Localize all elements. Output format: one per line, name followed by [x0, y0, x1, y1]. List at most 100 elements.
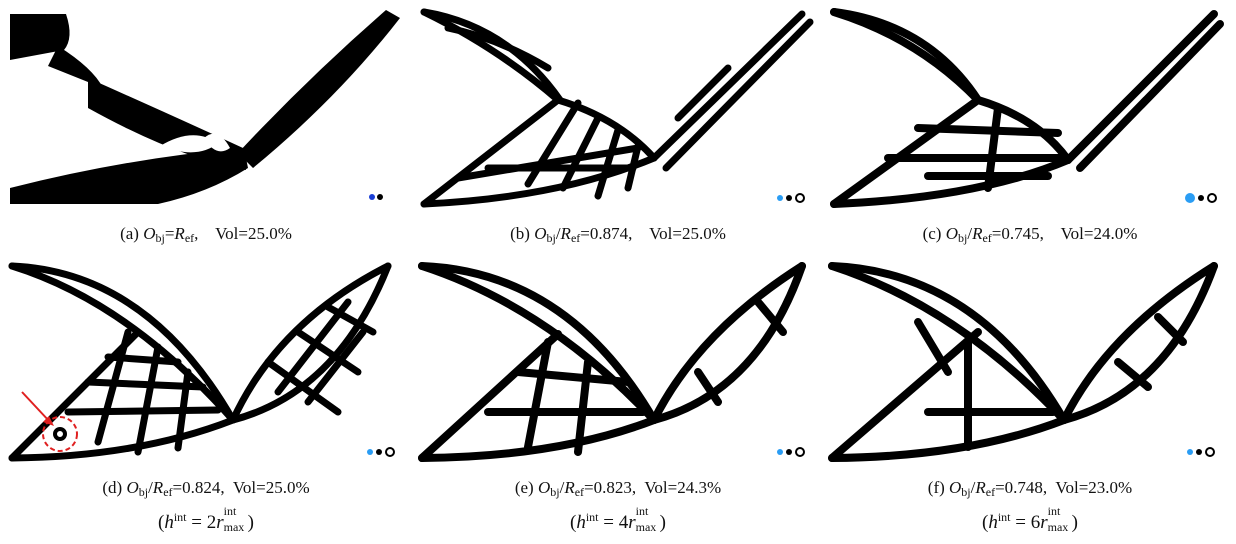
marker-ring: [385, 447, 395, 457]
defect-highlight-circle: [42, 416, 78, 452]
obj-symbol: O: [537, 478, 551, 497]
h-symbol: h: [576, 512, 586, 533]
marker-dot-1: [367, 449, 373, 455]
marker-ring: [1205, 447, 1215, 457]
r-subscript: max: [223, 520, 245, 534]
caption-volume: Vol=25.0%: [215, 224, 292, 243]
ref-symbol: R: [560, 224, 571, 243]
marker-ring: [795, 193, 805, 203]
note-factor: 6: [1030, 512, 1041, 533]
ref-symbol: R: [972, 224, 983, 243]
h-superscript: int: [585, 510, 599, 524]
caption-operator: /: [967, 224, 973, 243]
caption-operator: /: [148, 478, 153, 497]
panel-e-markers: [777, 447, 805, 457]
obj-symbol: O: [534, 224, 547, 243]
marker-dot-2: [786, 449, 792, 455]
obj-subscript: bj: [546, 231, 556, 245]
obj-subscript: bj: [138, 485, 149, 499]
panel-a-markers: [369, 194, 383, 200]
ref-subscript: ef: [574, 485, 585, 499]
ref-symbol: R: [152, 478, 164, 497]
r-superscript: int: [223, 504, 237, 518]
caption-ratio: =0.748,: [995, 478, 1048, 497]
ref-symbol: R: [975, 478, 986, 497]
panel-f-image: [828, 262, 1228, 462]
r-symbol: r: [628, 512, 636, 533]
defect-hole: [53, 427, 67, 441]
ref-subscript: ef: [985, 485, 996, 499]
note-factor: 2: [206, 512, 217, 533]
caption-label: (e): [514, 478, 534, 497]
note-equals: =: [1015, 512, 1026, 533]
obj-subscript: bj: [550, 485, 560, 499]
ref-subscript: ef: [982, 231, 992, 245]
panel-f-markers: [1187, 447, 1215, 457]
note-equals: =: [603, 512, 614, 533]
panel-d-image: [8, 262, 408, 462]
obj-subscript: bj: [961, 485, 971, 499]
caption-volume: Vol=24.0%: [1060, 224, 1138, 243]
ref-symbol: R: [174, 224, 185, 243]
caption-operator: /: [970, 478, 976, 497]
caption-d: (d) Obj/Ref=0.824, Vol=25.0%: [0, 478, 412, 500]
caption-ratio: =0.824,: [172, 478, 225, 497]
caption-volume: Vol=23.0%: [1055, 478, 1133, 497]
marker-dot-1: [777, 449, 783, 455]
caption-ratio: =0.874,: [580, 224, 633, 243]
marker-dot-2: [376, 449, 382, 455]
obj-symbol: O: [945, 224, 958, 243]
obj-symbol: O: [126, 478, 139, 497]
r-subscript: max: [1047, 520, 1069, 534]
marker-dot-2: [1198, 195, 1204, 201]
ref-subscript: ef: [184, 231, 195, 245]
caption-volume: Vol=25.0%: [232, 478, 310, 497]
caption-e: (e) Obj/Ref=0.823, Vol=24.3%: [412, 478, 824, 500]
obj-symbol: O: [949, 478, 962, 497]
caption-operator: /: [555, 224, 561, 243]
caption-operator: /: [559, 478, 565, 497]
h-symbol: h: [164, 512, 174, 533]
marker-dot-2: [1196, 449, 1202, 455]
caption-label: (f): [927, 478, 945, 497]
caption-a: (a) Obj=Ref, Vol=25.0%: [120, 224, 292, 245]
caption-label: (c): [922, 224, 942, 243]
h-superscript: int: [173, 510, 187, 524]
marker-dot-1: [1185, 193, 1195, 203]
panel-c-image: [828, 8, 1228, 208]
caption-volume: Vol=25.0%: [649, 224, 726, 243]
panel-a-image: [8, 8, 408, 208]
marker-ring: [1207, 193, 1217, 203]
panel-b-image: [418, 8, 818, 208]
caption-f: (f) Obj/Ref=0.748, Vol=23.0%: [824, 478, 1236, 500]
obj-symbol: O: [143, 224, 156, 243]
defect-arrow: [21, 391, 54, 426]
ref-symbol: R: [564, 478, 575, 497]
obj-subscript: bj: [958, 231, 968, 245]
panel-d-markers: [367, 447, 395, 457]
panel-c-markers: [1185, 193, 1217, 203]
r-subscript: max: [635, 520, 657, 534]
marker-dot-1: [1187, 449, 1193, 455]
r-symbol: r: [216, 512, 224, 533]
caption-ratio: =0.745,: [991, 224, 1044, 243]
marker-dot-2: [786, 195, 792, 201]
marker-ring: [795, 447, 805, 457]
caption-label: (b): [510, 224, 530, 243]
r-superscript: int: [635, 504, 649, 518]
ref-subscript: ef: [570, 231, 581, 245]
caption-label: (d): [102, 478, 123, 497]
r-symbol: r: [1040, 512, 1048, 533]
marker-dot-1: [369, 194, 375, 200]
h-superscript: int: [997, 510, 1011, 524]
h-symbol: h: [988, 512, 998, 533]
caption-b: (b) Obj/Ref=0.874, Vol=25.0%: [412, 224, 824, 246]
ref-subscript: ef: [163, 485, 173, 499]
obj-subscript: bj: [155, 231, 165, 245]
note-factor: 4: [618, 512, 629, 533]
panel-b-markers: [777, 193, 805, 203]
caption-volume: Vol=24.3%: [644, 478, 722, 497]
caption-ratio: =0.823,: [584, 478, 637, 497]
